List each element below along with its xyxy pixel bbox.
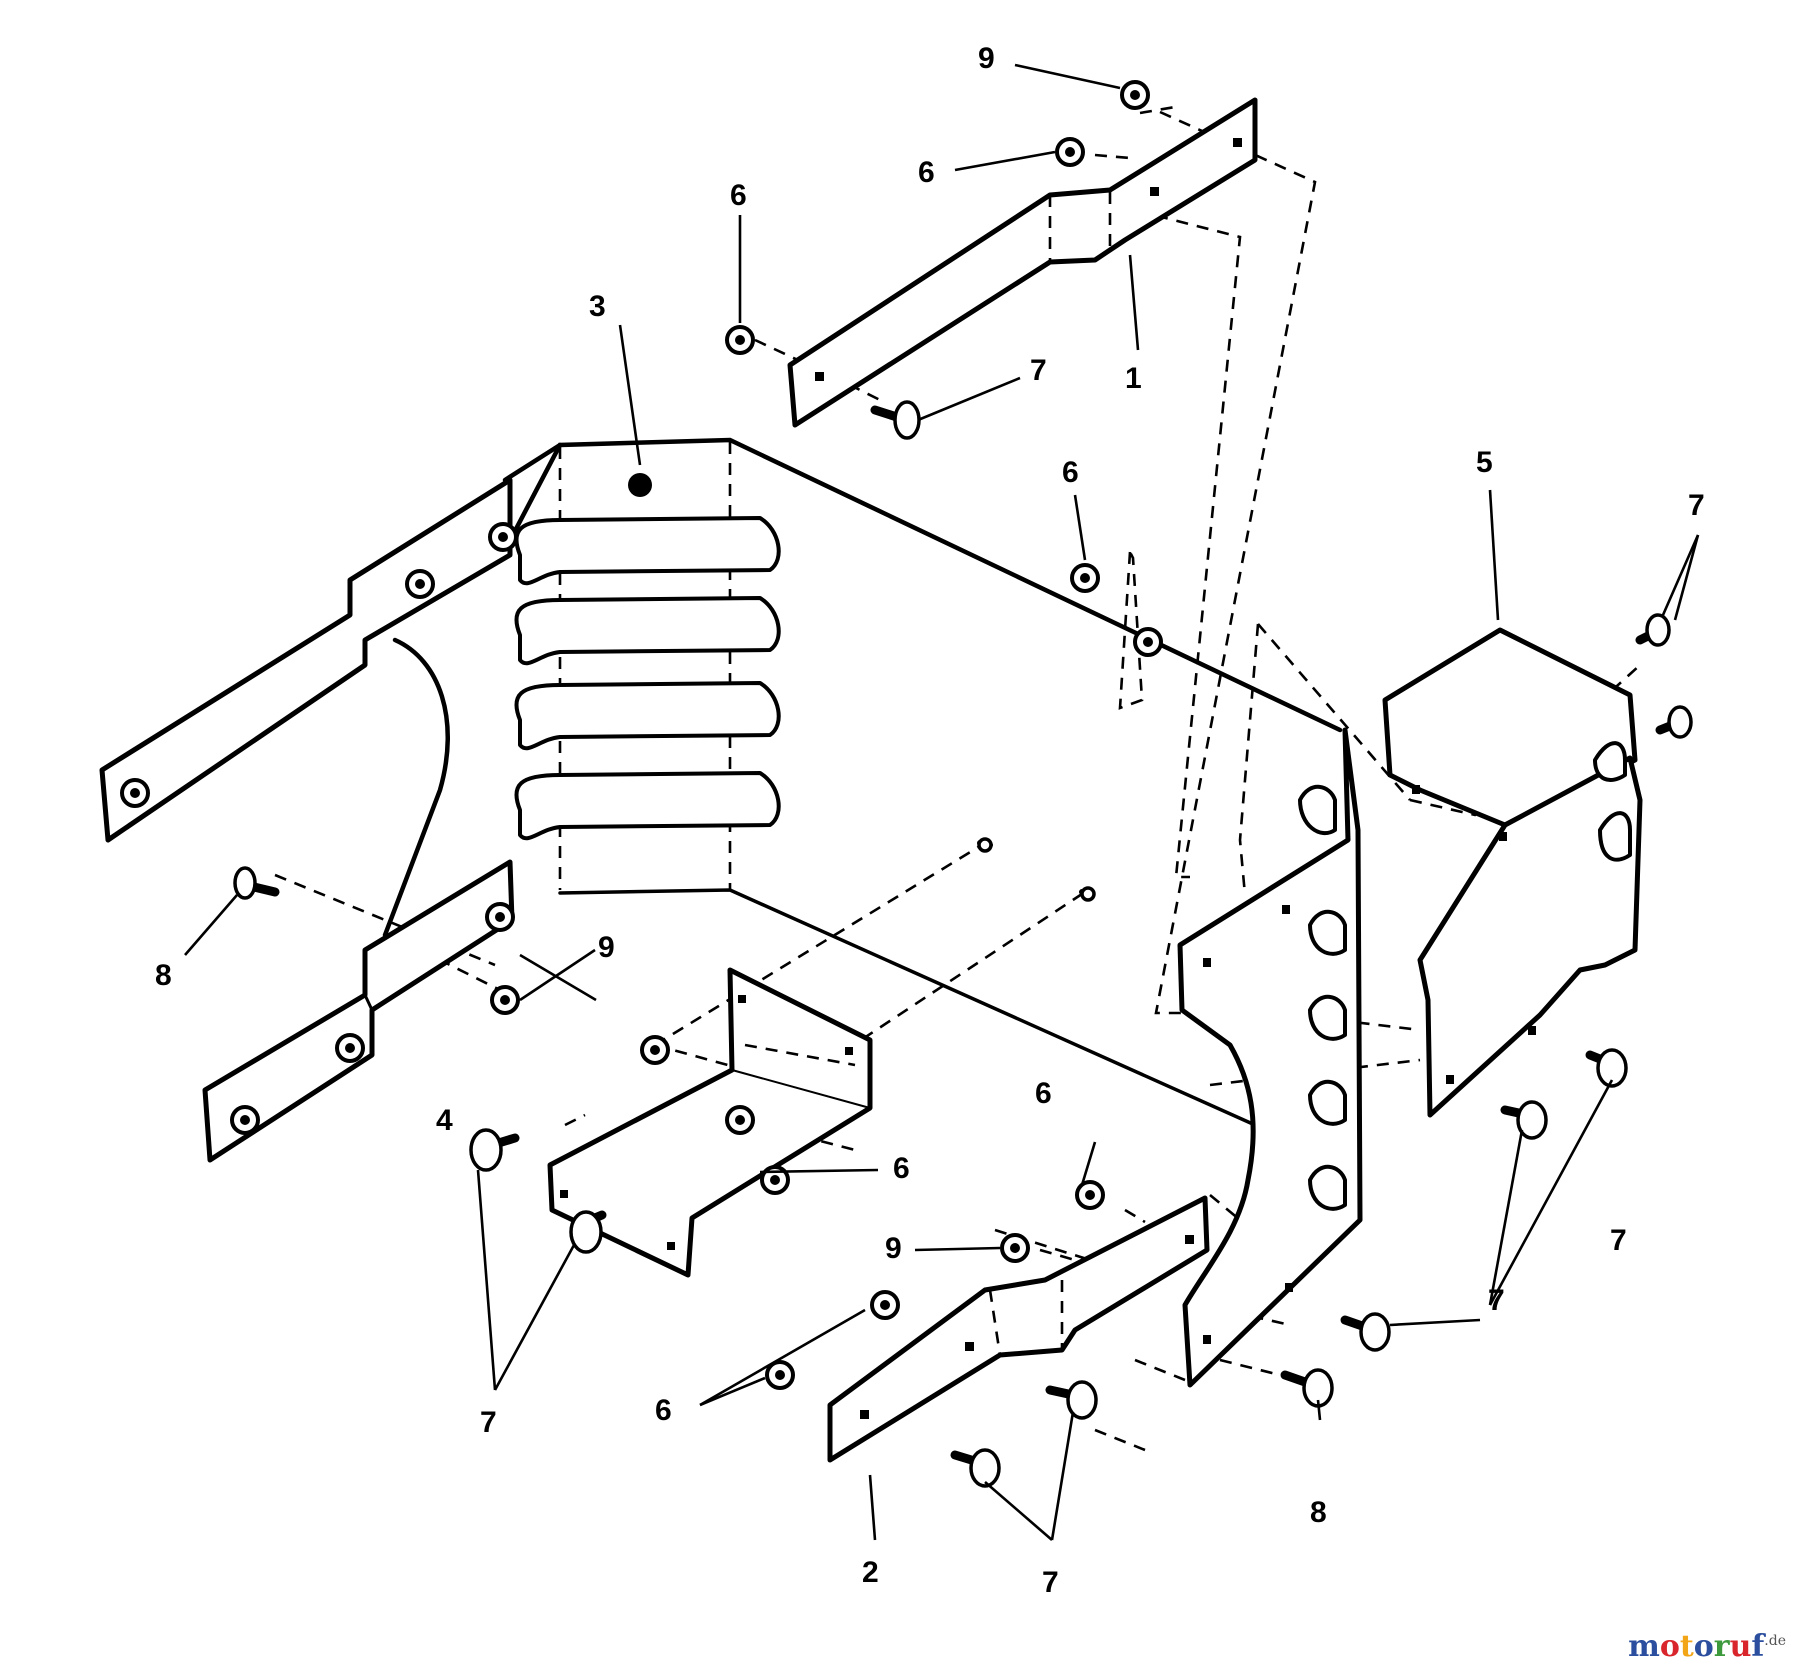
callout-6-top-left: 6	[730, 179, 747, 212]
carriage-bolt-icon	[569, 1210, 607, 1254]
nut-hardware	[120, 80, 1163, 1390]
watermark-letter: t	[1679, 1629, 1694, 1664]
nut-icon	[1070, 563, 1100, 593]
nut-icon	[725, 325, 755, 355]
cover-part-5	[1382, 627, 1643, 1118]
nut-icon	[120, 778, 150, 808]
callout-9-lower: 9	[885, 1232, 902, 1265]
nut-icon	[405, 569, 435, 599]
frame-right-panel	[1177, 727, 1363, 1388]
watermark-letter: m	[1628, 1629, 1660, 1664]
callout-7-bottom-left: 7	[480, 1406, 497, 1439]
carriage-bolt-icon	[469, 1128, 520, 1172]
nut-icon	[490, 985, 520, 1015]
callout-9-left: 9	[598, 931, 615, 964]
callout-8-right: 8	[1310, 1496, 1327, 1529]
carriage-bolt-icon	[1340, 1312, 1391, 1352]
callout-2: 2	[862, 1556, 879, 1589]
nut-icon	[765, 1360, 795, 1390]
callout-5: 5	[1476, 446, 1493, 479]
bracket-part-4	[547, 967, 873, 1278]
frame-left-arms	[99, 477, 515, 1163]
callout-6-upper: 6	[918, 156, 935, 189]
carriage-bolt-icon	[1585, 1048, 1628, 1088]
callout-8-left: 8	[155, 959, 172, 992]
nut-icon	[488, 522, 518, 552]
carriage-bolt-icon	[1635, 613, 1671, 647]
nut-icon	[1075, 1180, 1105, 1210]
motoruf-watermark: motoruf.de	[1628, 1629, 1786, 1664]
flange-bolt-icon	[233, 866, 280, 900]
small-bolt-icon	[1079, 886, 1096, 902]
callout-6-bottom: 6	[655, 1394, 672, 1427]
nut-icon	[725, 1105, 755, 1135]
watermark-suffix: .de	[1764, 1633, 1786, 1649]
upper-bracket-part-1	[787, 97, 1258, 428]
callout-3: 3	[589, 290, 606, 323]
nut-icon	[485, 902, 515, 932]
callout-6-middle: 6	[1062, 456, 1079, 489]
carriage-bolt-icon	[1655, 705, 1693, 739]
small-bolt-icon	[977, 837, 993, 853]
callout-7-bottom-center: 7	[1042, 1566, 1059, 1599]
callout-leaders	[184, 63, 1700, 1541]
nut-icon	[335, 1033, 365, 1063]
carriage-bolt-icon	[1500, 1100, 1548, 1140]
callout-9-top: 9	[978, 42, 995, 75]
watermark-letter: f	[1751, 1629, 1765, 1664]
carriage-bolt-icon	[870, 400, 921, 440]
nut-icon	[760, 1165, 790, 1195]
callout-numbers: 9 6 6 3 7 1 6 5 7 8 9 4 6 6 9 6 7 7 7 8 …	[155, 42, 1705, 1599]
callout-7-upper: 7	[1030, 354, 1047, 387]
carriage-bolt-icon	[1045, 1380, 1098, 1420]
frame-slots	[514, 516, 781, 841]
nut-icon	[230, 1105, 260, 1135]
watermark-letter: u	[1729, 1629, 1752, 1664]
carriage-bolt-icon	[950, 1448, 1001, 1488]
callout-4: 4	[436, 1104, 453, 1137]
callout-7-right-middle: 7	[1488, 1284, 1505, 1317]
main-frame-part-3	[502, 437, 1343, 1127]
nut-icon	[870, 1290, 900, 1320]
nut-icon	[1000, 1233, 1030, 1263]
watermark-letter: r	[1713, 1629, 1730, 1664]
callout-6-bracket: 6	[893, 1152, 910, 1185]
watermark-letter: o	[1659, 1629, 1680, 1664]
nut-icon	[640, 1035, 670, 1065]
callout-1: 1	[1125, 362, 1142, 395]
callout-7-right-top: 7	[1688, 489, 1705, 522]
nut-icon	[1055, 137, 1085, 167]
callout-7-right-bottom: 7	[1610, 1224, 1627, 1257]
flange-bolt-icon	[1280, 1368, 1334, 1408]
bolt-hardware	[233, 400, 1693, 1488]
watermark-letter: o	[1693, 1629, 1714, 1664]
frame-hole	[628, 473, 652, 497]
callout-6-lower: 6	[1035, 1077, 1052, 1110]
nut-icon	[1133, 627, 1163, 657]
lower-bracket-part-2	[827, 1195, 1210, 1463]
nut-icon	[1120, 80, 1150, 110]
